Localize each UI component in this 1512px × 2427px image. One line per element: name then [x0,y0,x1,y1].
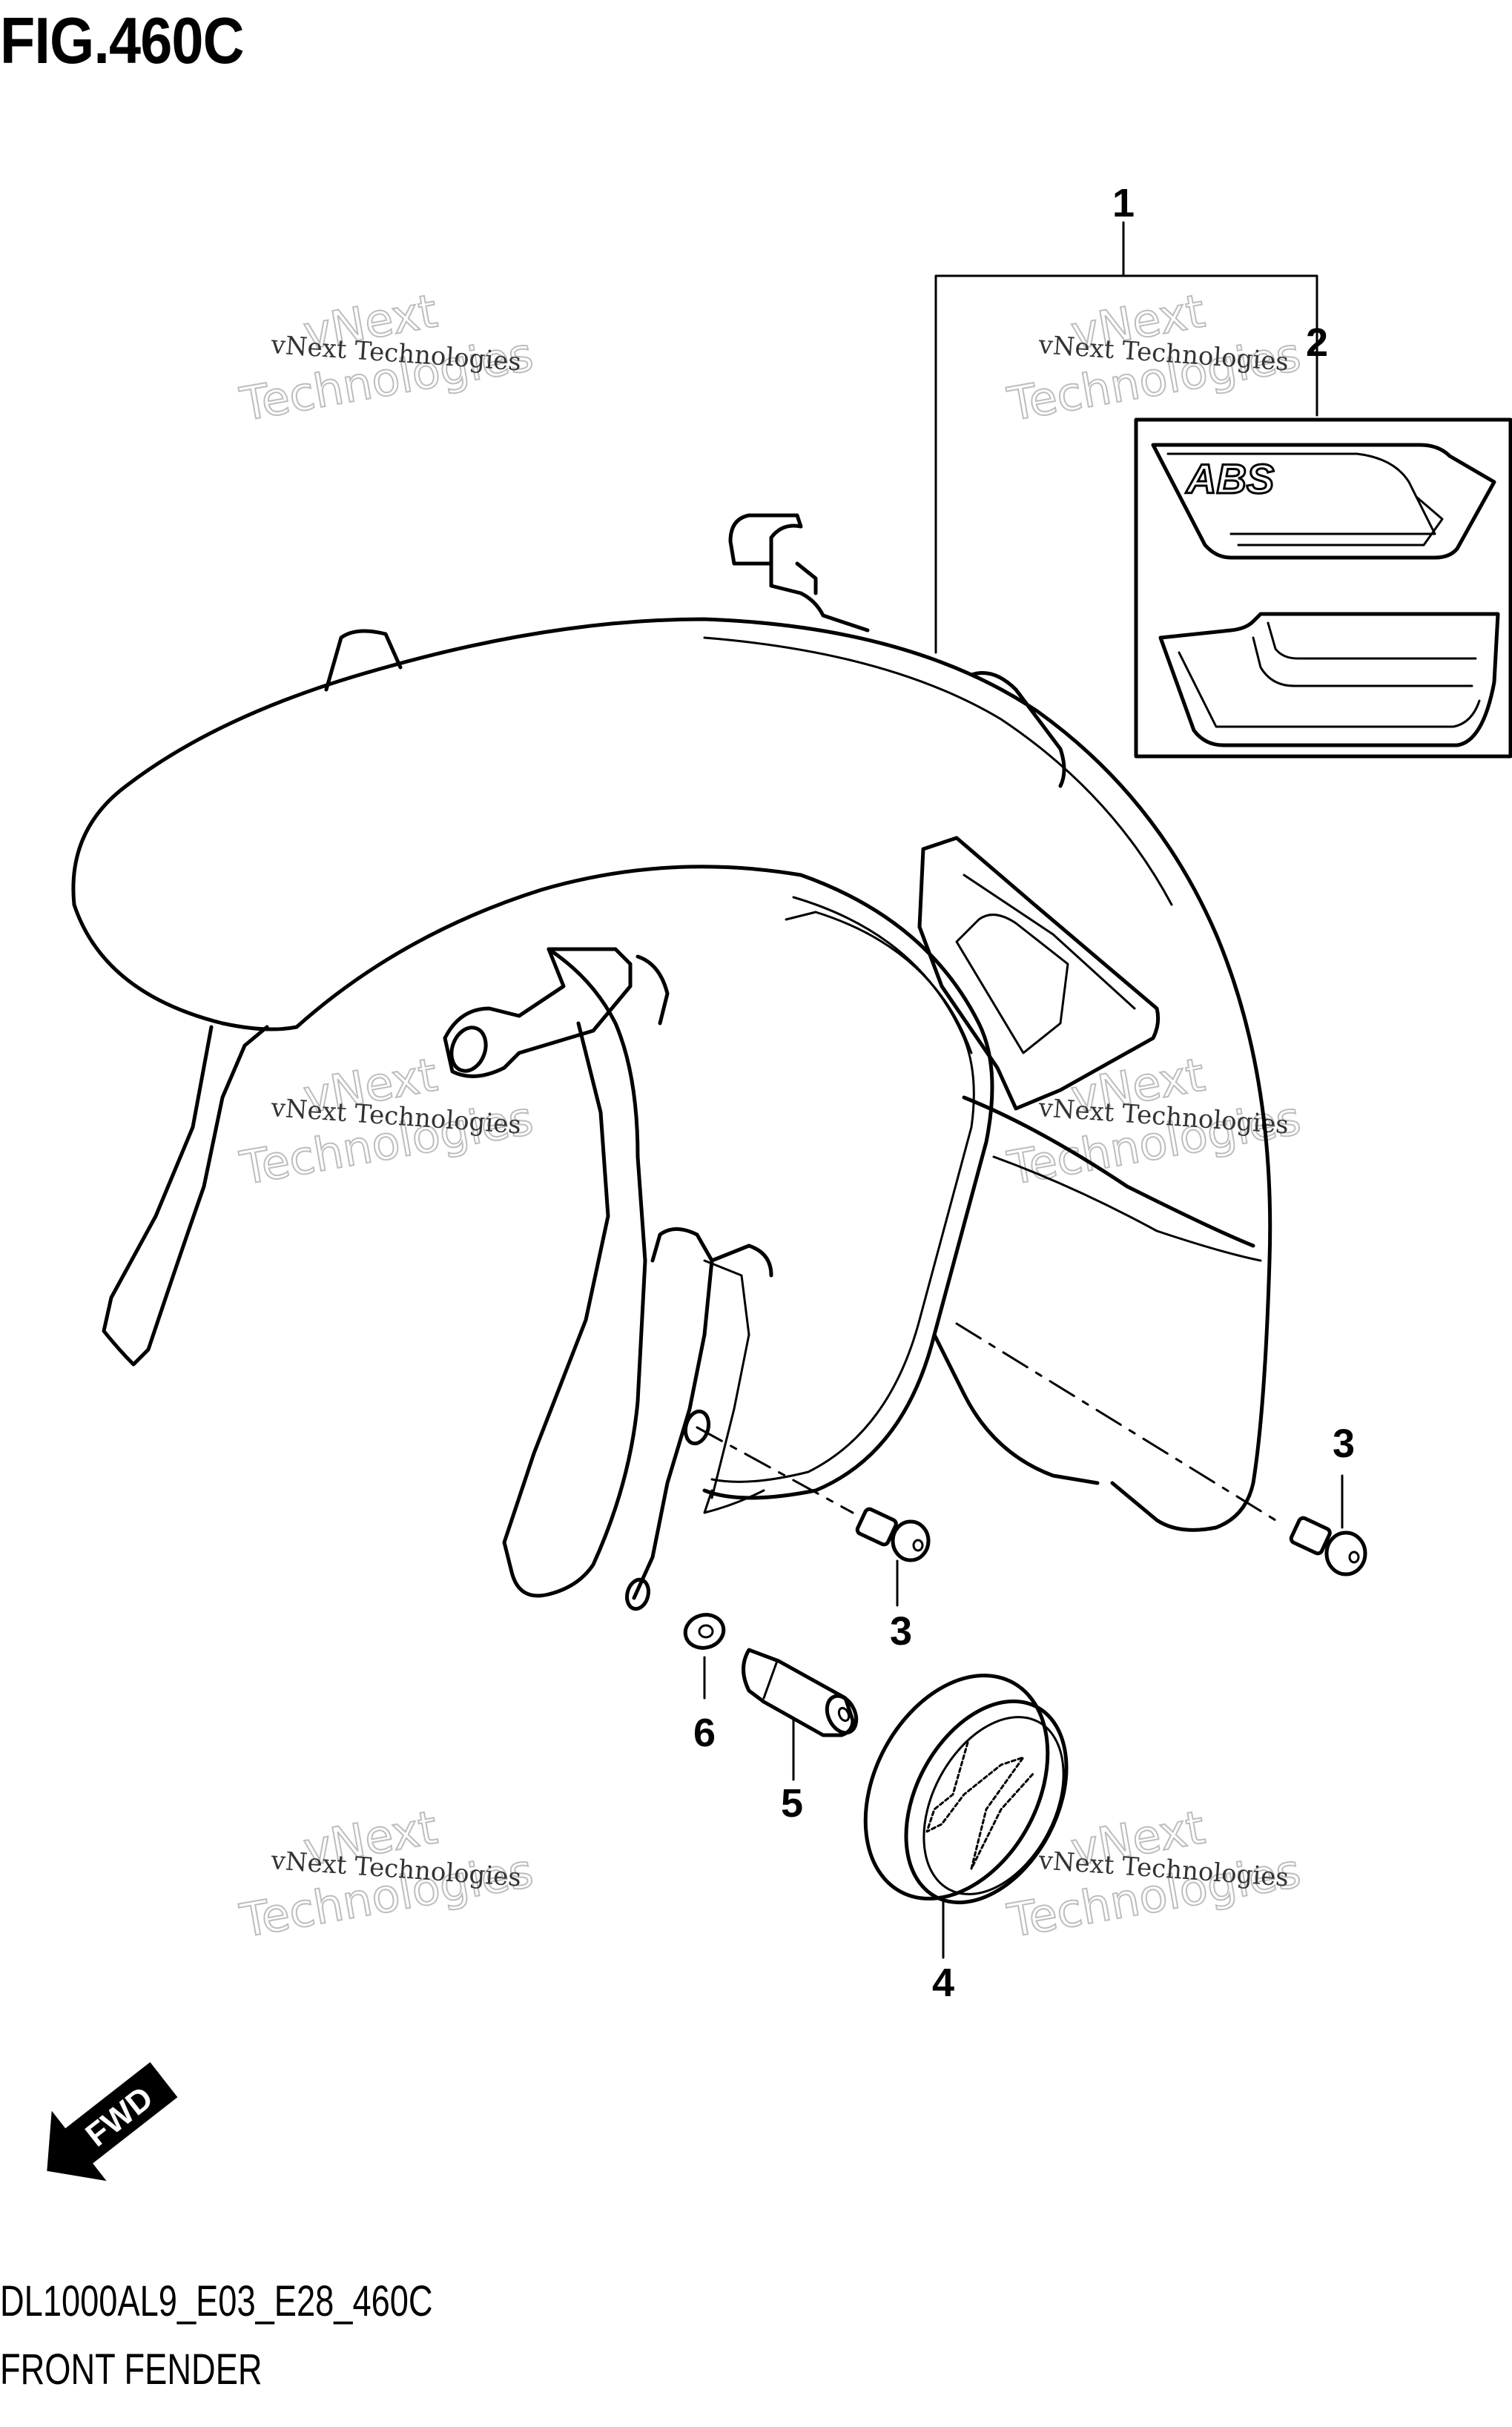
callout-6: 6 [693,1711,716,1755]
page-caption: FRONT FENDER [0,2345,263,2394]
callout-3-right: 3 [1333,1421,1355,1466]
bolt-left [696,1426,931,1607]
emblem-set-box: ABS [1134,417,1512,759]
callout-4: 4 [932,1961,954,2005]
fwd-arrow-icon [47,2061,178,2182]
figure-title: FIG.460C [0,4,245,77]
reflector [863,1674,1069,1959]
front-fender [71,513,1272,1611]
callout-1-bracket [934,221,1318,654]
watermark-top-right: vNext Technologies [1003,283,1305,432]
spacer-collar [742,1648,859,1781]
model-code: DL1000AL9_E03_E28_460C [0,2277,433,2325]
callout-2: 2 [1306,320,1328,365]
emblem-abs-text: ABS [1185,455,1274,502]
callout-3-left: 3 [890,1609,912,1654]
fwd-arrow: FWD [47,2061,178,2182]
callout-5: 5 [781,1781,803,1826]
callout-1: 1 [1112,181,1135,225]
washer [683,1613,726,1700]
bolt-right [955,1322,1367,1576]
